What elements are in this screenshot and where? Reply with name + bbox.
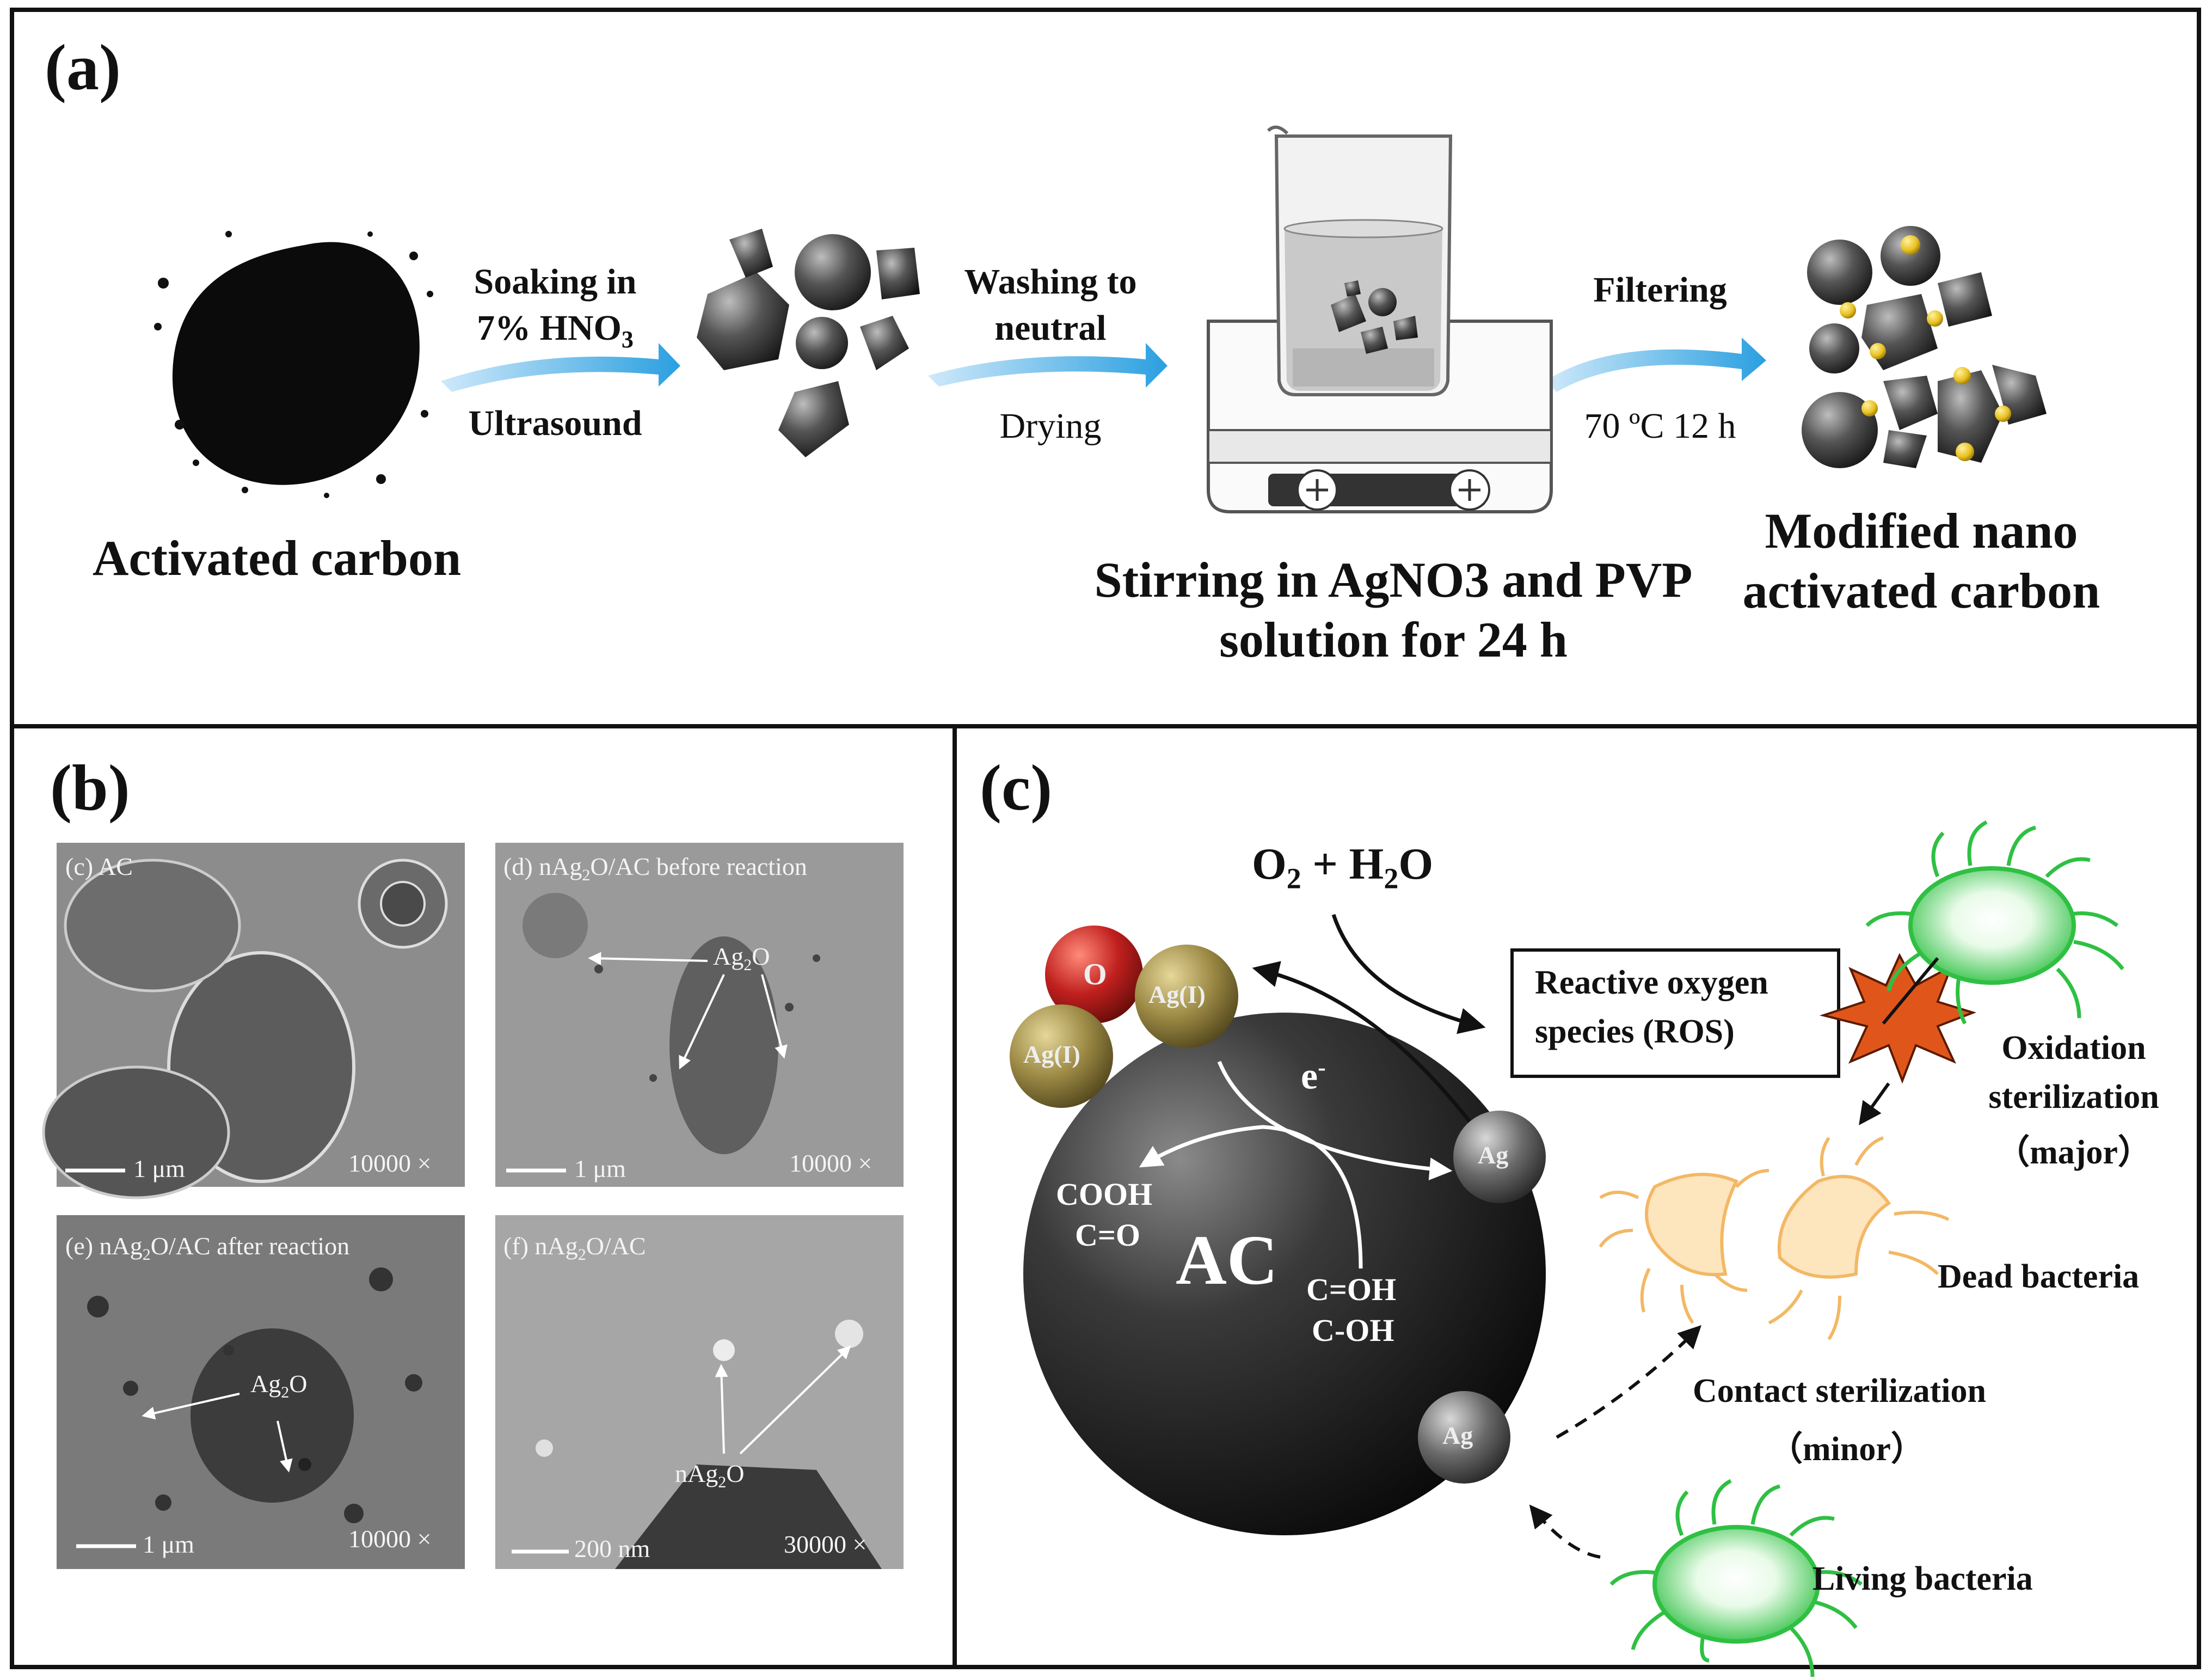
sem-d-scale: 1 μm [574,1155,626,1182]
ros-box [1510,948,1840,1078]
step1-top-line2: 7% HNO3 [477,308,634,353]
living-bacterium [1609,1479,1863,1677]
modified-carbon-cluster [1802,226,2047,468]
step2-bottom: Drying [999,406,1102,446]
oxygen-atom [1045,926,1143,1024]
sem-f-nag2o: nAg2O [675,1460,745,1492]
activated-carbon-label: Activated carbon [93,530,462,586]
modified-line1: Modified nano [1765,503,2078,559]
sem-f-label: (f) nAg2O/AC [503,1232,646,1264]
sem-c-label: (c) AC [65,853,133,880]
sem-d-label: (d) nAg2O/AC before reaction [503,853,807,885]
c-eq-o-label: C=O [1075,1217,1141,1253]
living-bacterium [1865,820,2124,1025]
oxidation-line3: （major） [1996,1134,2152,1171]
ag-i-atom [1135,945,1238,1048]
panel-c-letter: (c) [980,751,1053,824]
sem-e-scale: 1 μm [143,1530,194,1558]
ac-sphere [1023,1013,1546,1535]
ros-burst [1819,953,1977,1084]
sem-e-ag2o: Ag2O [250,1370,308,1402]
cooh-label: COOH [1056,1176,1153,1212]
ag-label: Ag [1478,1141,1509,1169]
living-bacteria-label: Living bacteria [1812,1560,2033,1597]
oxidation-line2: sterilization [1988,1079,2159,1116]
ag-label: Ag [1442,1421,1473,1449]
sem-e-label: (e) nAg2O/AC after reaction [65,1232,350,1264]
panel-b-letter: (b) [50,751,130,824]
oxidation-arrow-2 [1859,1082,1890,1125]
sem-c-mag: 10000 × [348,1149,432,1177]
oxidation-arrow-1 [1882,957,1939,1025]
carbon-particles [697,229,920,457]
ag-i-label: Ag(I) [1148,981,1206,1008]
step1-top-line1: Soaking in [474,262,637,302]
dead-bacteria-label: Dead bacteria [1938,1258,2140,1295]
oxidation-line1: Oxidation [2001,1030,2146,1067]
ag2o-pointers [142,952,851,1473]
step3-bottom: 70 ºC 12 h [1584,406,1736,446]
o-atom-label: O [1083,958,1107,991]
arrow-1 [441,343,680,392]
c-oh-label: C-OH [1312,1313,1394,1348]
beaker-stirrer [1207,125,1553,513]
ag-particle [1453,1111,1546,1203]
arrow-3 [1546,338,1766,392]
functional-group-arrow [1139,1125,1363,1269]
step1-bottom: Ultrasound [468,403,642,443]
activated-carbon-blob [154,231,433,498]
sem-c-scale: 1 μm [133,1155,185,1182]
step3-top: Filtering [1593,270,1727,310]
modified-line2: activated carbon [1742,563,2100,618]
contact-arrow [1556,1325,1701,1439]
o2-arrow [1331,914,1486,1034]
o2-h2o-label: O2 + H2O [1252,839,1434,895]
ag-i-atom [1010,1004,1113,1108]
electron-label: e- [1301,1054,1326,1098]
c-eq-oh-label: C=OH [1306,1272,1397,1307]
arrow-2 [928,343,1168,388]
panel-a-letter: (a) [45,31,121,103]
sem-d-ag2o: Ag2O [713,942,770,975]
ros-line1: Reactive oxygen [1535,964,1768,1001]
living-approach-arrow [1529,1504,1601,1559]
sem-d-mag: 10000 × [789,1149,872,1177]
sem-images [42,843,904,1569]
sem-f-scale: 200 nm [574,1535,650,1562]
stirring-line1: Stirring in AgNO3 and PVP [1094,552,1693,608]
ac-label: AC [1176,1221,1278,1300]
sem-e-mag: 10000 × [348,1525,432,1553]
ag-particle [1418,1391,1510,1484]
ag-oxidation-arrow [1252,961,1471,1123]
ag-i-label: Ag(I) [1023,1040,1080,1068]
contact-line2: （minor） [1769,1431,1925,1468]
ros-line2: species (ROS) [1535,1013,1735,1050]
panel-c-frame [953,724,2201,1669]
sem-scale-bars [65,1168,569,1554]
step2-top-line1: Washing to [964,262,1137,302]
stirring-line2: solution for 24 h [1219,612,1568,667]
step2-top-line2: neutral [994,308,1107,348]
dead-bacteria [1599,1136,1950,1340]
contact-line1: Contact sterilization [1693,1372,1986,1410]
sem-f-mag: 30000 × [784,1530,867,1558]
